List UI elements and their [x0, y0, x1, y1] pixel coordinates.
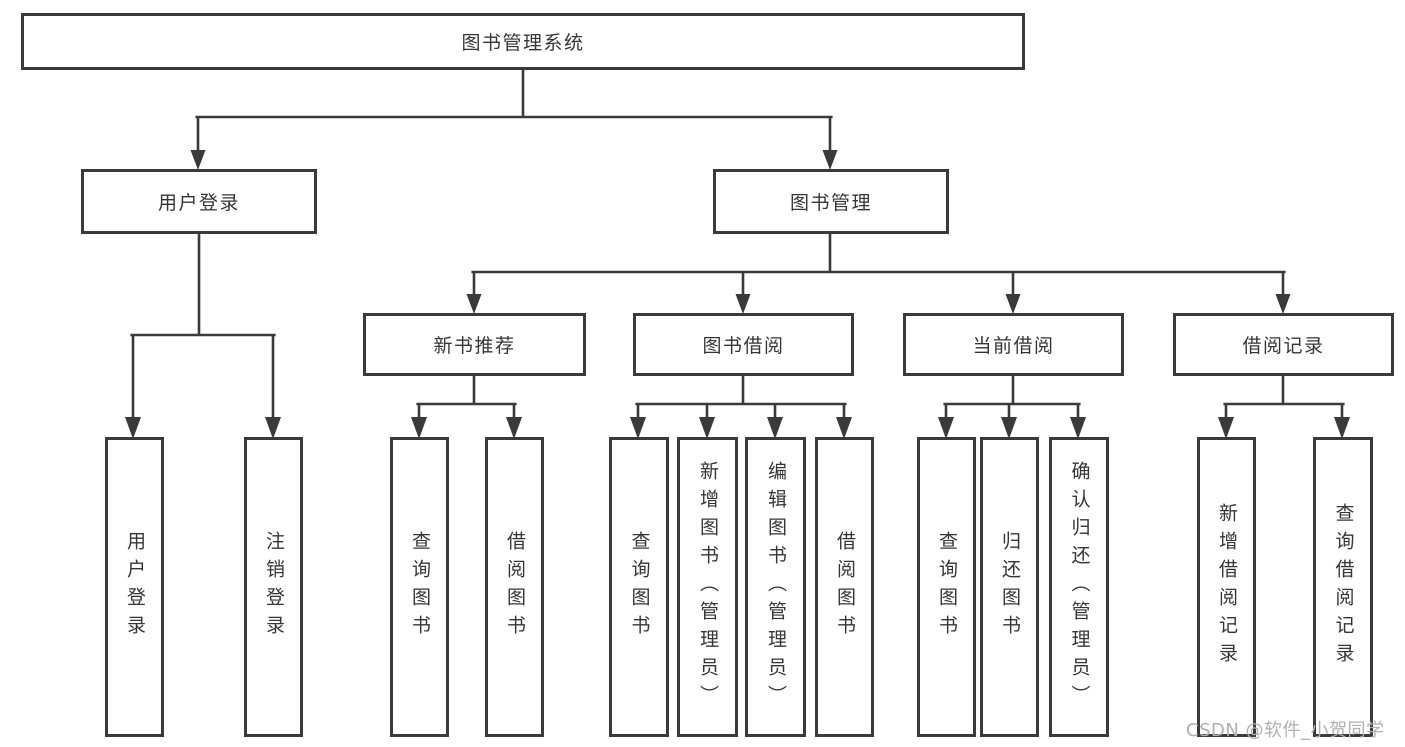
leaf-newbook-borrow-books: 借阅图书 [485, 437, 544, 737]
leaf-borrowing-borrow-books-label: 借阅图书 [834, 531, 856, 643]
leaf-borrowing-edit-books-admin-label: 编辑图书（管理员） [765, 461, 787, 713]
leaf-newbook-query-books: 查询图书 [390, 437, 449, 737]
csdn-watermark: CSDN @软件_小贺同学 [1186, 720, 1385, 741]
connector-root-to-level2 [190, 67, 838, 170]
node-user-login: 用户登录 [81, 169, 317, 234]
leaf-records-query-borrow-record-label: 查询借阅记录 [1332, 503, 1355, 671]
node-borrowing-records: 借阅记录 [1173, 313, 1394, 376]
leaf-current-return-books: 归还图书 [980, 437, 1039, 737]
leaf-borrowing-query-books-label: 查询图书 [628, 531, 651, 643]
leaf-borrowing-query-books: 查询图书 [609, 437, 669, 737]
leaf-borrowing-borrow-books: 借阅图书 [815, 437, 874, 737]
connector-borrowing-records-to-leaves [1218, 373, 1350, 439]
node-book-borrowing-label: 图书借阅 [702, 335, 785, 357]
leaf-records-query-borrow-record: 查询借阅记录 [1313, 437, 1373, 737]
node-root-system-label: 图书管理系统 [461, 32, 585, 54]
leaf-logout-login-label: 注销登录 [263, 531, 285, 643]
node-new-book-recommendation: 新书推荐 [363, 313, 586, 376]
node-book-management-label: 图书管理 [789, 192, 872, 214]
node-new-book-recommendation-label: 新书推荐 [433, 335, 516, 357]
leaf-current-query-books-label: 查询图书 [936, 531, 958, 643]
leaf-newbook-query-books-label: 查询图书 [409, 531, 431, 643]
connector-user-login-to-leaves [125, 231, 281, 439]
node-user-login-label: 用户登录 [157, 192, 240, 214]
connector-book-borrowing-to-leaves [630, 373, 852, 439]
leaf-borrowing-add-books-admin-label: 新增图书（管理员） [697, 461, 719, 713]
leaf-current-confirm-return-admin: 确认归还（管理员） [1049, 437, 1109, 737]
leaf-user-login: 用户登录 [105, 437, 164, 737]
node-borrowing-records-label: 借阅记录 [1242, 335, 1325, 357]
node-book-borrowing: 图书借阅 [633, 313, 854, 376]
leaf-records-add-borrow-record: 新增借阅记录 [1197, 437, 1256, 737]
connector-current-borrowing-to-leaves [938, 373, 1086, 439]
leaf-records-add-borrow-record-label: 新增借阅记录 [1216, 503, 1238, 671]
leaf-logout-login: 注销登录 [244, 437, 303, 737]
leaf-borrowing-edit-books-admin: 编辑图书（管理员） [745, 437, 806, 737]
node-root-system: 图书管理系统 [21, 13, 1025, 70]
connector-book-management-to-level3 [466, 231, 1291, 314]
leaf-current-query-books: 查询图书 [917, 437, 976, 737]
connector-new-book-to-leaves [411, 373, 522, 439]
leaf-newbook-borrow-books-label: 借阅图书 [504, 531, 526, 643]
leaf-current-confirm-return-admin-label: 确认归还（管理员） [1068, 461, 1091, 713]
node-book-management: 图书管理 [713, 169, 949, 234]
leaf-current-return-books-label: 归还图书 [999, 531, 1021, 643]
leaf-borrowing-add-books-admin: 新增图书（管理员） [677, 437, 738, 737]
node-current-borrowing-label: 当前借阅 [972, 335, 1055, 357]
node-current-borrowing: 当前借阅 [903, 313, 1124, 376]
leaf-user-login-label: 用户登录 [124, 531, 146, 643]
